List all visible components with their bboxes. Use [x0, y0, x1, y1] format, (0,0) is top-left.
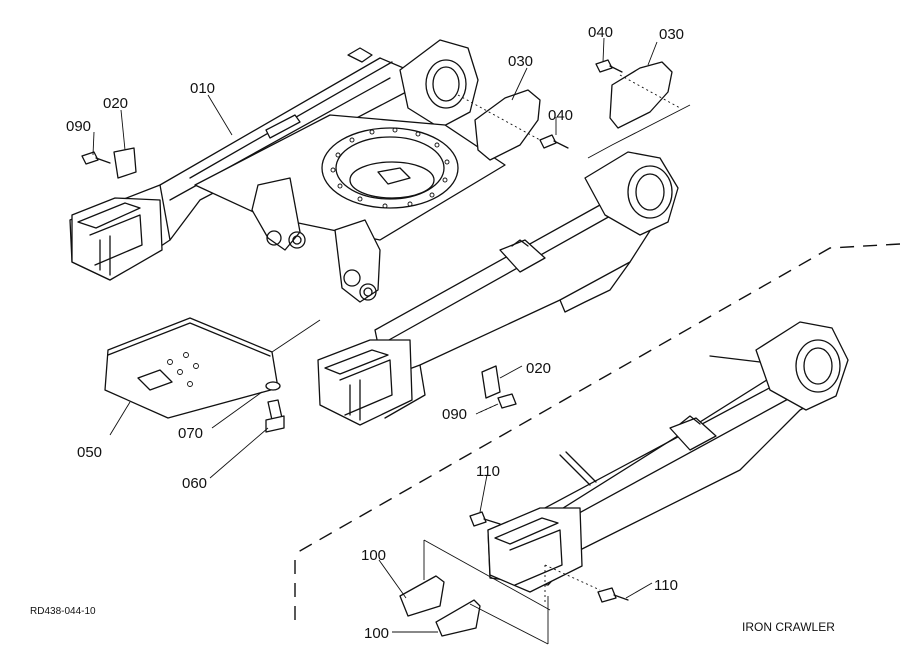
callout-040-right: 040 — [588, 24, 613, 41]
callout-070: 070 — [178, 425, 203, 442]
callout-030-right: 030 — [659, 26, 684, 43]
callout-020-lower: 020 — [526, 360, 551, 377]
bracket-100-upper — [399, 575, 445, 617]
callout-110-lower: 110 — [654, 577, 678, 594]
callout-090-upper: 090 — [66, 118, 91, 135]
plate-020-upper — [113, 147, 137, 179]
bracket-100-lower — [435, 599, 481, 637]
drawing-caption: IRON CRAWLER — [742, 620, 835, 634]
cover-030-left — [474, 89, 541, 161]
track-frame-010 — [69, 39, 679, 426]
callout-010: 010 — [190, 80, 215, 97]
callout-050: 050 — [77, 444, 102, 461]
callout-060: 060 — [182, 475, 207, 492]
drawing-code: RD438-044-10 — [30, 606, 96, 617]
dashed-divider — [297, 243, 901, 553]
plate-020-lower — [481, 365, 501, 399]
callout-090-lower: 090 — [442, 406, 467, 423]
bolt-090-upper — [81, 151, 111, 165]
callout-110-upper: 110 — [476, 463, 500, 480]
bolt-110-upper — [469, 511, 501, 527]
washer-070 — [265, 381, 281, 391]
bolt-060 — [265, 399, 285, 433]
callout-100-lower: 100 — [364, 625, 389, 642]
cover-030-right — [609, 61, 673, 129]
bolt-040-left — [539, 134, 569, 149]
callout-040-left: 040 — [548, 107, 573, 124]
callout-020-upper: 020 — [103, 95, 128, 112]
under-cover-050 — [104, 317, 321, 419]
callout-100-upper: 100 — [361, 547, 386, 564]
bolt-040-right — [595, 59, 623, 73]
bolt-110-lower — [597, 587, 629, 603]
callout-030-left: 030 — [508, 53, 533, 70]
iron-crawler-beam — [487, 321, 849, 605]
leader-lines — [92, 37, 658, 633]
